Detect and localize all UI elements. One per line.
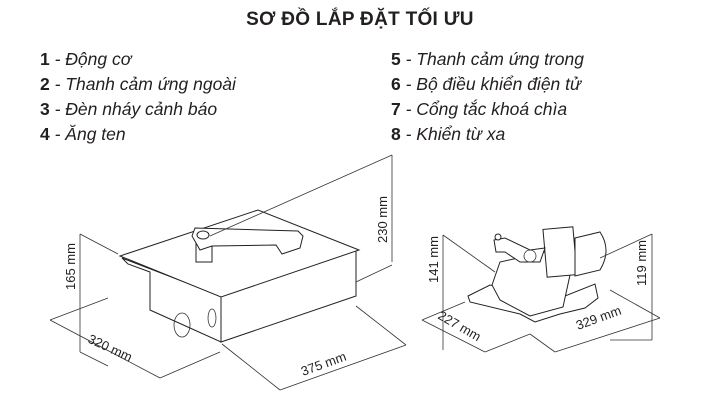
legend-item: 7 - Cổng tắc khoá chìa xyxy=(391,97,584,122)
dim-motor-height-total: 141 mm xyxy=(426,236,441,283)
legend-right: 5 - Thanh cảm ứng trong 6 - Bộ điều khiể… xyxy=(391,47,584,147)
legend-number: 2 xyxy=(40,74,50,94)
legend-number: 1 xyxy=(40,49,50,69)
dim-motor-height: 119 mm xyxy=(634,240,649,286)
legend-item: 2 - Thanh cảm ứng ngoài xyxy=(40,72,236,97)
legend-label: - Ăng ten xyxy=(49,124,126,144)
legend-label: - Thanh cảm ứng ngoài xyxy=(49,74,236,94)
legend-number: 4 xyxy=(40,124,50,144)
dim-box-height: 165 mm xyxy=(63,243,78,290)
underground-box-drawing xyxy=(118,209,361,343)
legend-item: 8 - Khiển từ xa xyxy=(391,122,584,147)
dimension-lines xyxy=(49,154,661,391)
dim-box-width: 320 mm xyxy=(86,331,135,364)
legend-number: 3 xyxy=(40,99,50,119)
motor-drawing xyxy=(467,226,607,323)
legend-label: - Động cơ xyxy=(49,49,132,69)
page-title: SƠ ĐỒ LẮP ĐẶT TỐI ƯU xyxy=(246,9,474,30)
legend-item: 3 - Đèn nháy cảnh báo xyxy=(40,97,236,122)
legend-item: 4 - Ăng ten xyxy=(40,122,236,147)
dim-box-height-total: 230 mm xyxy=(375,196,390,243)
legend-number: 5 xyxy=(391,49,401,69)
legend-left: 1 - Động cơ 2 - Thanh cảm ứng ngoài 3 - … xyxy=(40,47,236,147)
legend-label: - Cổng tắc khoá chìa xyxy=(400,99,568,119)
legend-label: - Thanh cảm ứng trong xyxy=(400,49,584,69)
legend-label: - Bộ điều khiển điện tử xyxy=(400,74,582,94)
legend-label: - Khiển từ xa xyxy=(400,124,506,144)
legend-item: 6 - Bộ điều khiển điện tử xyxy=(391,72,584,97)
legend-item: 1 - Động cơ xyxy=(40,47,236,72)
legend-number: 6 xyxy=(391,74,401,94)
legend-item: 5 - Thanh cảm ứng trong xyxy=(391,47,584,72)
legend-number: 8 xyxy=(391,124,401,144)
legend-number: 7 xyxy=(391,99,401,119)
legend-label: - Đèn nháy cảnh báo xyxy=(49,99,218,119)
